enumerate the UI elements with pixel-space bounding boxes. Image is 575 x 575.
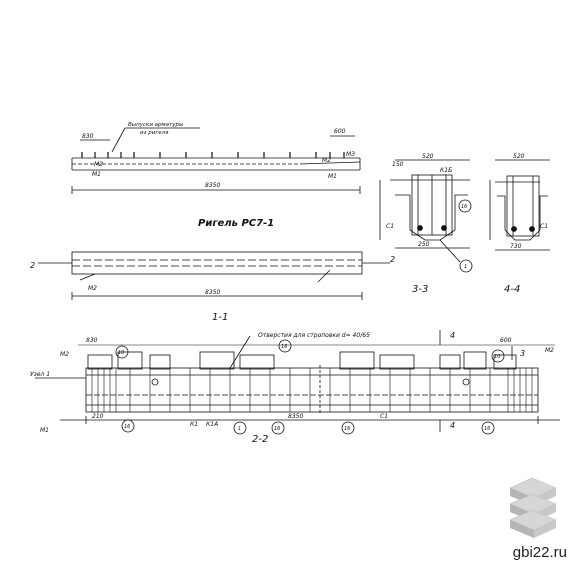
callout-16-b: 16 bbox=[274, 426, 280, 432]
callout-16-d: 16 bbox=[484, 426, 490, 432]
dim-250: 250 bbox=[418, 241, 430, 248]
dim-830-bottom: 830 bbox=[86, 337, 98, 344]
cut-mark-2-right: 2 bbox=[390, 255, 395, 264]
dim-830-top: 830 bbox=[82, 133, 94, 140]
cut-mark-2-left: 2 bbox=[30, 261, 35, 270]
cut-mark-3: 3 bbox=[520, 349, 525, 358]
section-label-2-2: 2-2 bbox=[252, 434, 268, 445]
mark-mz: МЗ bbox=[346, 151, 355, 158]
note-rebar-outlets-2: из ригеля bbox=[140, 130, 169, 136]
site-watermark: gbi22.ru bbox=[512, 544, 567, 561]
mark-m2-top: М2 bbox=[94, 161, 103, 168]
mark-m2-left: М2 bbox=[60, 351, 69, 358]
callout-16-s33: 16 bbox=[461, 204, 467, 210]
callout-1-s33: 1 bbox=[464, 264, 467, 270]
mark-k1b: К1Б bbox=[440, 167, 452, 174]
cut-mark-4-top: 4 bbox=[450, 331, 455, 340]
mark-m1-bottom: М1 bbox=[40, 427, 49, 434]
mark-m2-plan: М2 bbox=[88, 285, 97, 292]
section-3-3 bbox=[379, 159, 473, 273]
dim-730: 730 bbox=[510, 243, 522, 250]
reinforcement-elevation bbox=[35, 330, 560, 432]
dim-8350-bottom: 8350 bbox=[288, 413, 303, 420]
section-label-4-4: 4-4 bbox=[504, 284, 520, 295]
note-rebar-outlets: Выпуски арматуры bbox=[128, 122, 184, 128]
mark-m2-right: М2 bbox=[322, 157, 331, 164]
section-4-4 bbox=[489, 159, 550, 251]
section-label-3-3: 3-3 bbox=[412, 284, 428, 295]
mark-k1a: К1А bbox=[206, 421, 218, 428]
dim-600-bottom: 600 bbox=[500, 337, 512, 344]
callout-16-a: 16 bbox=[124, 424, 130, 430]
dim-600-top: 600 bbox=[334, 128, 346, 135]
callout-10-left: 10 bbox=[118, 350, 124, 356]
mark-m1-top: М1 bbox=[92, 171, 101, 178]
beam-elevation-top bbox=[71, 127, 361, 194]
mark-m1-right: М1 bbox=[328, 173, 337, 180]
callout-16-c: 16 bbox=[344, 426, 350, 432]
section-label-1-1: 1-1 bbox=[212, 312, 228, 323]
mark-c1-s33: С1 bbox=[386, 223, 394, 230]
callout-circles bbox=[115, 339, 505, 435]
mark-m2-far: М2 bbox=[545, 347, 554, 354]
callout-10-right: 10 bbox=[494, 354, 500, 360]
dim-520-s44: 520 bbox=[513, 153, 525, 160]
cut-mark-4-bottom: 4 bbox=[450, 421, 455, 430]
site-logo-icon bbox=[509, 477, 557, 538]
callout-1-bottom: 1 bbox=[238, 426, 241, 432]
callout-16-top: 16 bbox=[281, 344, 287, 350]
mark-c1-s44: С1 bbox=[540, 223, 548, 230]
dim-8350-plan: 8350 bbox=[205, 289, 220, 296]
dim-210: 210 bbox=[92, 413, 104, 420]
beam-plan bbox=[38, 251, 390, 300]
dim-150: 150 bbox=[392, 161, 404, 168]
mark-c1: С1 bbox=[380, 413, 388, 420]
note-node-1: Узел 1 bbox=[30, 371, 50, 378]
dim-520-s33: 520 bbox=[422, 153, 434, 160]
mark-k1: К1 bbox=[190, 421, 198, 428]
note-sling-holes: Отверстия для строповки d= 40/65 bbox=[258, 332, 370, 339]
dim-8350-top: 8350 bbox=[205, 182, 220, 189]
drawing-title: Ригель РС7-1 bbox=[198, 218, 274, 229]
